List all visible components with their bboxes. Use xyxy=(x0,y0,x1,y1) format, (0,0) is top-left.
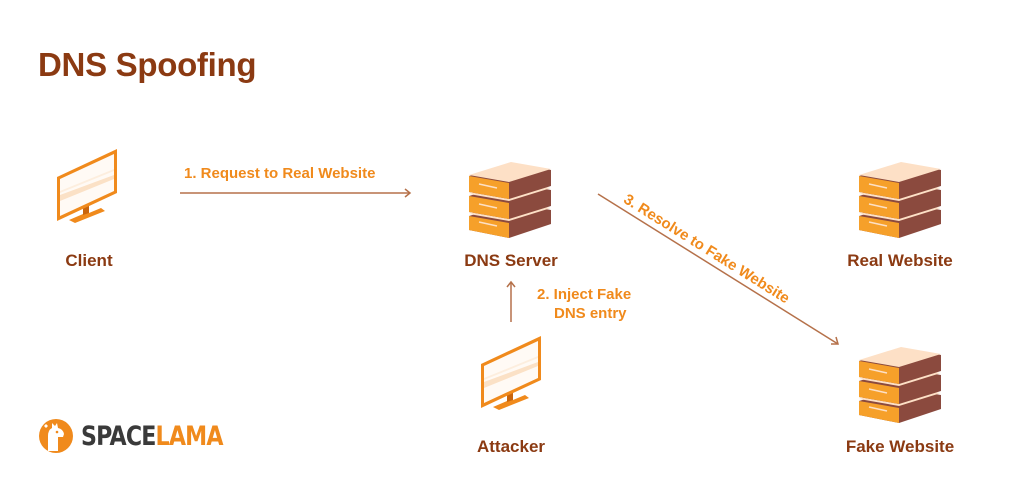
edge-label-inject-line1: 2. Inject Fake xyxy=(537,286,632,303)
fake-website-label: Fake Website xyxy=(845,437,955,456)
edge-request-arrow xyxy=(180,188,412,198)
attacker-label: Attacker xyxy=(476,437,546,456)
dns-server-label: DNS Server xyxy=(464,251,558,270)
edge-inject-arrow xyxy=(506,280,516,322)
page-title: DNS Spoofing xyxy=(38,46,257,83)
edge-resolve-arrow xyxy=(597,193,839,345)
edge-label-inject-line2: DNS entry xyxy=(554,305,627,322)
logo-text-space: SPACE xyxy=(81,420,156,452)
real-website-label: Real Website xyxy=(847,251,953,270)
edge-label-request: 1. Request to Real Website xyxy=(184,165,376,182)
llama-logo-icon xyxy=(39,419,73,453)
logo-text: SPACELAMA xyxy=(81,420,224,452)
spacelama-logo: SPACELAMA xyxy=(38,418,254,454)
client-label: Client xyxy=(65,251,113,270)
logo-text-lama: LAMA xyxy=(155,420,224,452)
